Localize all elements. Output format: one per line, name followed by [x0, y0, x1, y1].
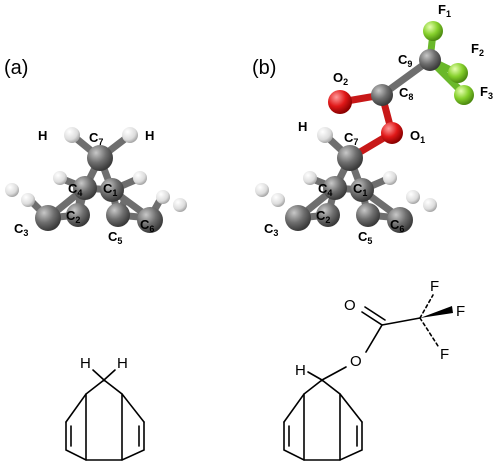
atom-label-c2: C2	[66, 208, 80, 225]
atom-label-c7: C7	[89, 130, 103, 147]
oxygen-atom-o2	[328, 90, 352, 114]
hydrogen-atom	[122, 127, 138, 143]
hydrogen-atom	[423, 198, 437, 212]
wedge-bond	[420, 306, 453, 318]
carbon-atom-c2	[66, 203, 90, 227]
carbon-atom-c3	[35, 205, 61, 231]
ball-stick-model-b: F1 F2 F3 O2 C9 C8 O1 H C7 C4 C1 C2 C3 C5…	[255, 2, 493, 246]
structure-a-h-right: H	[117, 355, 128, 372]
atom-label-h-left: H	[38, 128, 47, 143]
structure-b-f-bottom: F	[440, 346, 449, 363]
skeletal-structure-a: H H	[65, 355, 145, 461]
atom-label-c4: C4	[68, 181, 82, 198]
atom-label-c7: C7	[344, 130, 358, 147]
hydrogen-atom	[303, 171, 317, 185]
hydrogen-atom	[173, 198, 187, 212]
atom-label-h: H	[298, 119, 307, 134]
hydrogen-atom	[156, 190, 170, 204]
atom-label-f3: F3	[480, 84, 493, 101]
hydrogen-atom	[133, 171, 147, 185]
carbon-atom-c3	[285, 205, 311, 231]
atom-label-c8: C8	[399, 85, 413, 102]
structure-b-o-carbonyl: O	[344, 297, 356, 314]
carbon-atom-c7	[87, 145, 113, 171]
hydrogen-atom	[406, 190, 420, 204]
atom-label-f1: F1	[438, 2, 451, 19]
carbon-atom-c4	[73, 176, 97, 200]
atom-label-o1: O1	[410, 128, 425, 145]
atom-label-c1: C1	[103, 181, 117, 198]
oxygen-atom-o1	[381, 122, 403, 144]
structure-b-f-top: F	[430, 278, 439, 295]
carbon-atom-c8	[371, 84, 393, 106]
hydrogen-atom	[5, 183, 19, 197]
fluorine-atom-f2	[448, 63, 468, 83]
structure-b-o-ester: O	[350, 353, 362, 370]
atom-label-o2: O2	[333, 70, 348, 87]
carbon-atom-c5	[356, 203, 380, 227]
atom-label-c6: C6	[140, 217, 154, 234]
carbon-atom-c2	[316, 203, 340, 227]
atom-label-c3: C3	[264, 221, 278, 238]
atom-label-c6: C6	[390, 217, 404, 234]
fluorine-atom-f3	[454, 85, 474, 105]
hydrogen-atom	[255, 183, 269, 197]
hydrogen-atom	[53, 171, 67, 185]
atom-label-c5: C5	[358, 229, 372, 246]
carbon-atom-c9	[419, 49, 441, 71]
hydrogen-atom	[383, 171, 397, 185]
skeletal-structure-b: H O O F F F	[283, 278, 465, 461]
carbon-atom-c6	[137, 207, 163, 233]
atom-label-h-right: H	[145, 128, 154, 143]
hydrogen-atom	[271, 193, 285, 207]
ball-stick-model-a: H H C7 C4 C1 C2 C3 C5 C6	[5, 127, 187, 246]
hydrogen-atom	[64, 127, 80, 143]
atom-label-c1: C1	[353, 181, 367, 198]
structure-a-h-left: H	[80, 355, 91, 372]
structure-b-f-right: F	[456, 303, 465, 320]
structure-b-h: H	[295, 362, 306, 379]
hydrogen-atom	[21, 193, 35, 207]
fluorine-atom-f1	[423, 21, 443, 41]
atom-label-c4: C4	[318, 181, 332, 198]
atom-label-c5: C5	[108, 229, 122, 246]
carbon-atom-c6	[387, 207, 413, 233]
atom-label-c2: C2	[316, 208, 330, 225]
panel-label-b: (b)	[252, 57, 276, 79]
carbon-atom-c5	[106, 203, 130, 227]
carbon-atom-c4	[323, 176, 347, 200]
atom-label-c9: C9	[398, 52, 412, 69]
panel-label-a: (a)	[4, 57, 28, 79]
carbon-atom-c1	[350, 178, 374, 202]
carbon-atom-c1	[100, 178, 124, 202]
carbon-atom-c7	[337, 145, 363, 171]
hydrogen-atom	[317, 127, 333, 143]
atom-label-c3: C3	[14, 221, 28, 238]
atom-label-f2: F2	[471, 41, 484, 58]
